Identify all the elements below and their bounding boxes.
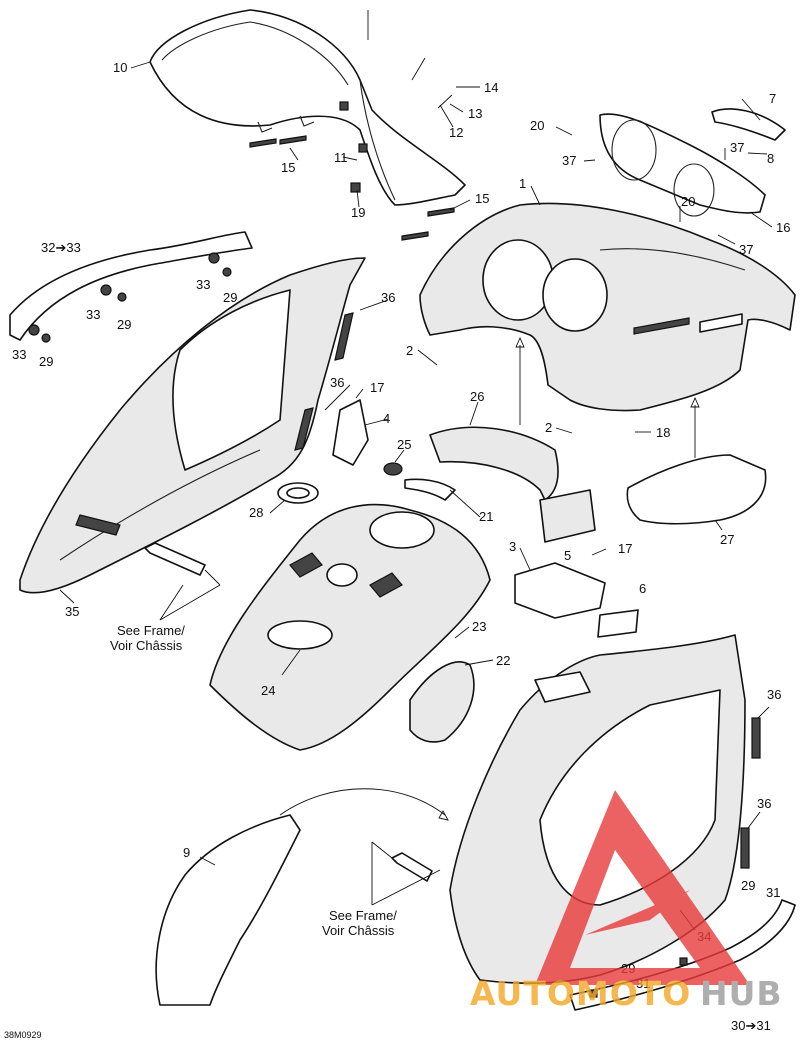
part-center-console: [209, 503, 491, 751]
part-console: [419, 202, 796, 412]
watermark-text-automoto: AUTOMOTO: [470, 974, 691, 1013]
callout-36d: 36: [757, 796, 771, 811]
part-seat-26: [429, 426, 596, 543]
see-frame-left-line2: Voir Châssis: [110, 638, 183, 653]
callout-16: 16: [776, 220, 790, 235]
callout-18: 18: [656, 425, 670, 440]
callout-29c: 29: [39, 354, 53, 369]
callout-12: 12: [449, 125, 463, 140]
strips-36: [740, 717, 761, 869]
callout-37c: 37: [739, 242, 753, 257]
callout-26: 26: [470, 389, 484, 404]
callout-leaders: [59, 61, 773, 931]
callout-37b: 37: [562, 153, 576, 168]
callout-36b: 36: [330, 375, 344, 390]
callout-32-33: 32➔33: [41, 240, 81, 255]
see-frame-right-line2: Voir Châssis: [322, 923, 395, 938]
frame-bolt-left: [144, 542, 221, 586]
callout-36c: 36: [767, 687, 781, 702]
callout-25: 25: [397, 437, 411, 452]
callout-2b: 2: [545, 420, 552, 435]
callout-9: 9: [183, 845, 190, 860]
part-brackets-3-6: [514, 562, 639, 638]
part-mudflap-9: [155, 814, 301, 1006]
callout-6: 6: [639, 581, 646, 596]
part-rail: [9, 231, 253, 343]
callout-10: 10: [113, 60, 127, 75]
callout-27: 27: [720, 532, 734, 547]
callout-20b: 20: [681, 194, 695, 209]
callout-35: 35: [65, 604, 79, 619]
callout-29a: 29: [223, 290, 237, 305]
see-frame-right-line1: See Frame/: [329, 908, 397, 923]
callout-21: 21: [479, 509, 493, 524]
callout-22: 22: [496, 653, 510, 668]
watermark-triangle-icon: [535, 790, 750, 985]
callout-17b: 17: [618, 541, 632, 556]
callout-labels: 10 1 2 2 3 4 5 6 7 8 9 11 12 13 14 15 15…: [12, 60, 790, 1033]
part-windshield: [149, 9, 466, 206]
callout-30-31: 30➔31: [731, 1018, 771, 1033]
watermark-text-hub: HUB: [700, 974, 783, 1013]
part-left-panel: [19, 257, 366, 594]
callout-14: 14: [484, 80, 498, 95]
callout-15a: 15: [281, 160, 295, 175]
callout-13: 13: [468, 106, 482, 121]
part-cover-27: [626, 454, 767, 525]
assembly-arrows: [159, 336, 700, 906]
callout-33a: 33: [196, 277, 210, 292]
callout-1: 1: [519, 176, 526, 191]
callout-19: 19: [351, 205, 365, 220]
part-gauge-housing: [599, 108, 786, 217]
callout-33c: 33: [12, 347, 26, 362]
part-bracket-4: [332, 399, 369, 466]
drawing-code: 38M0929: [4, 1030, 42, 1040]
watermark-logo: AUTOMOTO HUB: [470, 790, 783, 1013]
frame-bolt-right: [371, 841, 433, 882]
callout-5: 5: [564, 548, 571, 563]
callout-31a: 31: [766, 885, 780, 900]
callout-2a: 2: [406, 343, 413, 358]
callout-11: 11: [334, 150, 348, 165]
callout-15b: 15: [475, 191, 489, 206]
callout-36a: 36: [381, 290, 395, 305]
callout-4: 4: [383, 411, 390, 426]
callout-3: 3: [509, 539, 516, 554]
callout-8: 8: [767, 151, 774, 166]
see-frame-left-line1: See Frame/: [117, 623, 185, 638]
callout-37a: 37: [730, 140, 744, 155]
callout-7: 7: [769, 91, 776, 106]
see-frame-notes: See Frame/ Voir Châssis See Frame/ Voir …: [110, 623, 397, 938]
callout-33b: 33: [86, 307, 100, 322]
callout-24: 24: [261, 683, 275, 698]
windshield-hardware: [249, 10, 455, 241]
callout-20a: 20: [530, 118, 544, 133]
callout-28: 28: [249, 505, 263, 520]
callout-23: 23: [472, 619, 486, 634]
watermark-arrow-icon: [585, 890, 690, 935]
callout-29d: 29: [741, 878, 755, 893]
callout-29b: 29: [117, 317, 131, 332]
callout-17a: 17: [370, 380, 384, 395]
part-small-items: [277, 462, 475, 743]
